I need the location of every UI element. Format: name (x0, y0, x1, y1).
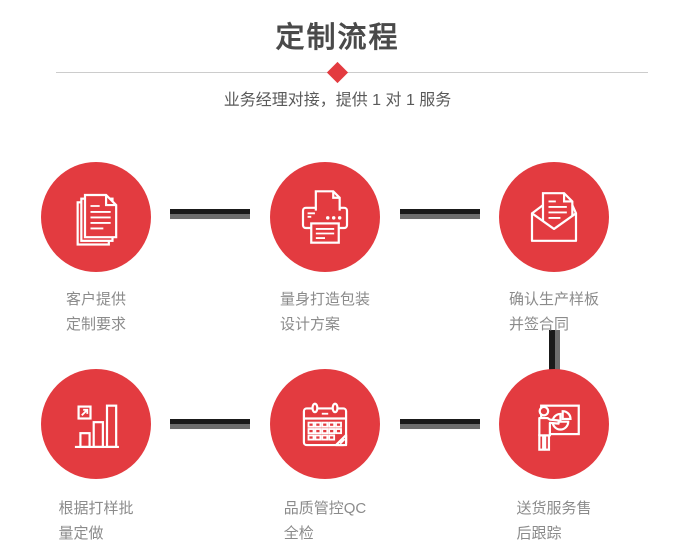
connector-horizontal (170, 209, 250, 219)
section-subtitle: 业务经理对接，提供 1 对 1 服务 (223, 92, 452, 109)
step-label-4: 根据打样批 量定做 (11, 496, 181, 546)
step-label-2: 量身打造包装 设计方案 (240, 287, 410, 337)
diamond-icon (326, 61, 349, 84)
step-label-line: 客户提供 (65, 291, 126, 308)
step-label-6: 送货服务售 后跟踪 (469, 496, 639, 546)
step-circle-5 (270, 369, 380, 479)
step-label-line: 全检 (283, 525, 314, 542)
step-label-line: 设计方案 (279, 316, 340, 333)
step-label-line: 量身打造包装 (279, 291, 370, 308)
connector-horizontal (400, 209, 480, 219)
step-label-5: 品质管控QC 全检 (240, 496, 410, 546)
divider-line (56, 72, 648, 73)
step-circle-6 (499, 369, 609, 479)
step-circle-4 (41, 369, 151, 479)
connector-horizontal (400, 419, 480, 429)
bar-chart-icon (74, 404, 119, 449)
step-label-line: 根据打样批 (58, 500, 134, 517)
step-label-line: 后跟踪 (516, 525, 562, 542)
connector-horizontal (170, 419, 250, 429)
step-label-line: 定制要求 (65, 316, 126, 333)
step-label-1: 客户提供 定制要求 (11, 287, 181, 337)
presentation-icon (538, 404, 580, 451)
step-label-3: 确认生产样板 并签合同 (469, 287, 639, 337)
step-label-line: 确认生产样板 (508, 291, 599, 308)
step-label-line: 品质管控QC (283, 500, 367, 517)
connector-vertical (549, 330, 560, 372)
step-label-line: 量定做 (58, 525, 104, 542)
section-title: 定制流程 (275, 22, 400, 54)
step-circle-1 (41, 162, 151, 272)
calendar-icon (302, 402, 348, 447)
step-label-line: 送货服务售 (516, 500, 592, 517)
step-circle-3 (499, 162, 609, 272)
step-circle-2 (270, 162, 380, 272)
printer-icon (301, 190, 349, 244)
step-label-line: 并签合同 (508, 316, 569, 333)
envelope-icon (530, 192, 578, 242)
documents-icon (76, 193, 118, 246)
